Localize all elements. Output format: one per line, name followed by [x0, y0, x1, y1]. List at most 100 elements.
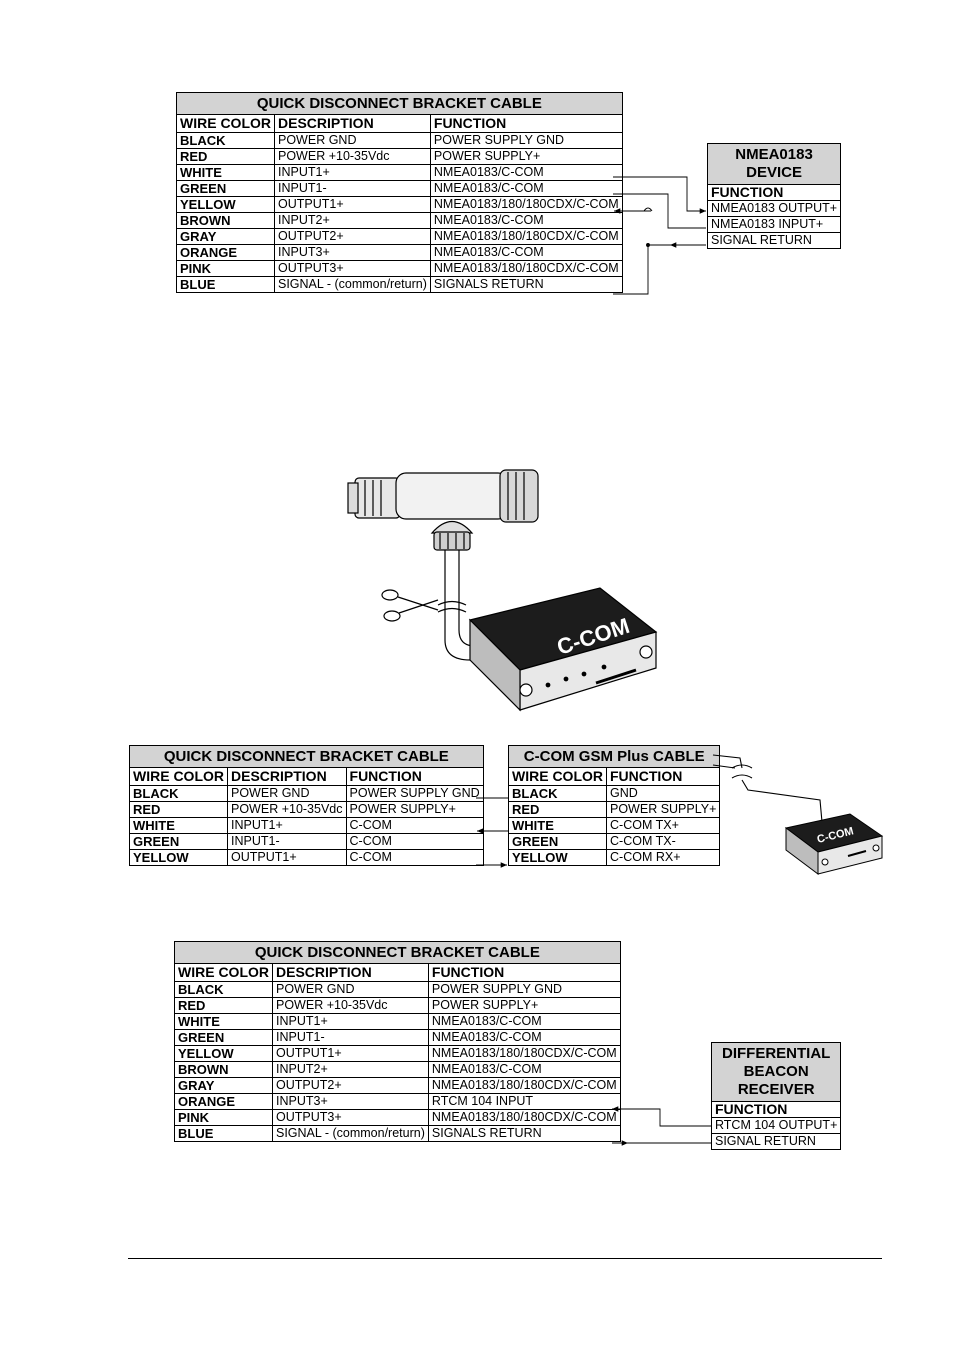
function: C-COM [345, 833, 484, 850]
function: NMEA0183/180/180CDX/C-COM [429, 196, 623, 213]
ccom-device-icon [468, 587, 658, 712]
wire-color: BLACK [174, 981, 273, 998]
table-title: C-COM GSM Plus CABLE [507, 745, 721, 768]
ccom-wiring [476, 797, 508, 868]
table-title: QUICK DISCONNECT BRACKET CABLE [129, 745, 484, 768]
wire-color: WHITE [508, 817, 607, 834]
device-function: RTCM 104 OUTPUT+ [710, 1117, 842, 1134]
description: OUTPUT2+ [272, 1077, 429, 1094]
function: POWER SUPPLY GND [345, 785, 484, 802]
bracket-cable-table-3: QUICK DISCONNECT BRACKET CABLE WIRE COLO… [174, 941, 621, 1142]
table-title: QUICK DISCONNECT BRACKET CABLE [174, 941, 621, 964]
wire-color: BLACK [176, 132, 275, 149]
function: NMEA0183/180/180CDX/C-COM [429, 260, 623, 277]
table-title: QUICK DISCONNECT BRACKET CABLE [176, 92, 623, 115]
wire-color: YELLOW [174, 1045, 273, 1062]
beacon-wiring [612, 1106, 711, 1146]
function: C-COM RX+ [605, 849, 721, 866]
nmea0183-device-box: NMEA0183 DEVICE FUNCTION NMEA0183 OUTPUT… [706, 143, 842, 249]
ccom-illustration [347, 469, 658, 712]
description: INPUT1+ [274, 164, 431, 181]
function: NMEA0183/180/180CDX/C-COM [427, 1109, 621, 1126]
wire-color: BLUE [176, 276, 275, 293]
description: INPUT1- [227, 833, 347, 850]
function: C-COM TX- [605, 833, 721, 850]
function-header: FUNCTION [706, 184, 842, 201]
description: POWER +10-35Vdc [227, 801, 347, 818]
function: NMEA0183/C-COM [427, 1029, 621, 1046]
wire-color: BROWN [176, 212, 275, 229]
wire-color: YELLOW [129, 849, 228, 866]
wire-color: WHITE [174, 1013, 273, 1030]
column-header: FUNCTION [429, 114, 623, 133]
description: INPUT3+ [272, 1093, 429, 1110]
description: INPUT1+ [227, 817, 347, 834]
device-function: NMEA0183 OUTPUT+ [706, 200, 842, 217]
wire-color: ORANGE [174, 1093, 273, 1110]
description: OUTPUT3+ [274, 260, 431, 277]
scissors-icon [381, 589, 439, 622]
ccom-cable-to-device [712, 754, 823, 823]
description: INPUT2+ [274, 212, 431, 229]
function: NMEA0183/C-COM [429, 212, 623, 229]
footer-divider [128, 1258, 882, 1259]
wire-color: BLUE [174, 1125, 273, 1142]
ccom-small-device-icon [784, 813, 884, 875]
wire-signal-return [613, 244, 706, 295]
bracket-cable-table-2: QUICK DISCONNECT BRACKET CABLE WIRE COLO… [129, 745, 484, 866]
device-title: NMEA0183 DEVICE [706, 143, 842, 185]
column-header: WIRE COLOR [508, 767, 607, 786]
function: POWER SUPPLY+ [345, 801, 484, 818]
function: SIGNALS RETURN [427, 1125, 621, 1142]
ccom-gsm-cable-table: C-COM GSM Plus CABLE WIRE COLOR FUNCTION… [507, 745, 721, 866]
t-connector-icon [347, 469, 539, 551]
description: SIGNAL - (common/return) [272, 1125, 429, 1142]
description: POWER GND [227, 785, 347, 802]
device-title: DIFFERENTIAL BEACON RECEIVER [710, 1042, 842, 1102]
description: OUTPUT1+ [227, 849, 347, 866]
wire-color: YELLOW [508, 849, 607, 866]
function: NMEA0183/C-COM [427, 1061, 621, 1078]
column-header: FUNCTION [345, 767, 484, 786]
wire-color: GRAY [174, 1077, 273, 1094]
description: SIGNAL - (common/return) [274, 276, 431, 293]
description: OUTPUT2+ [274, 228, 431, 245]
device-function: SIGNAL RETURN [710, 1133, 842, 1150]
function: C-COM TX+ [605, 817, 721, 834]
bracket-cable-table-1: QUICK DISCONNECT BRACKET CABLE WIRE COLO… [176, 92, 623, 293]
wire-green [613, 193, 706, 229]
wire-orange [612, 1106, 711, 1127]
nmea-wiring [613, 176, 706, 295]
column-header: FUNCTION [605, 767, 721, 786]
differential-beacon-receiver-box: DIFFERENTIAL BEACON RECEIVER FUNCTION RT… [710, 1042, 842, 1150]
description: POWER +10-35Vdc [272, 997, 429, 1014]
wire-white-to-output [613, 176, 706, 214]
function: SIGNALS RETURN [429, 276, 623, 293]
function: C-COM [345, 849, 484, 866]
wire-color: PINK [174, 1109, 273, 1126]
wire-color: YELLOW [176, 196, 275, 213]
description: INPUT3+ [274, 244, 431, 261]
wire-color: ORANGE [176, 244, 275, 261]
wire-color: BROWN [174, 1061, 273, 1078]
